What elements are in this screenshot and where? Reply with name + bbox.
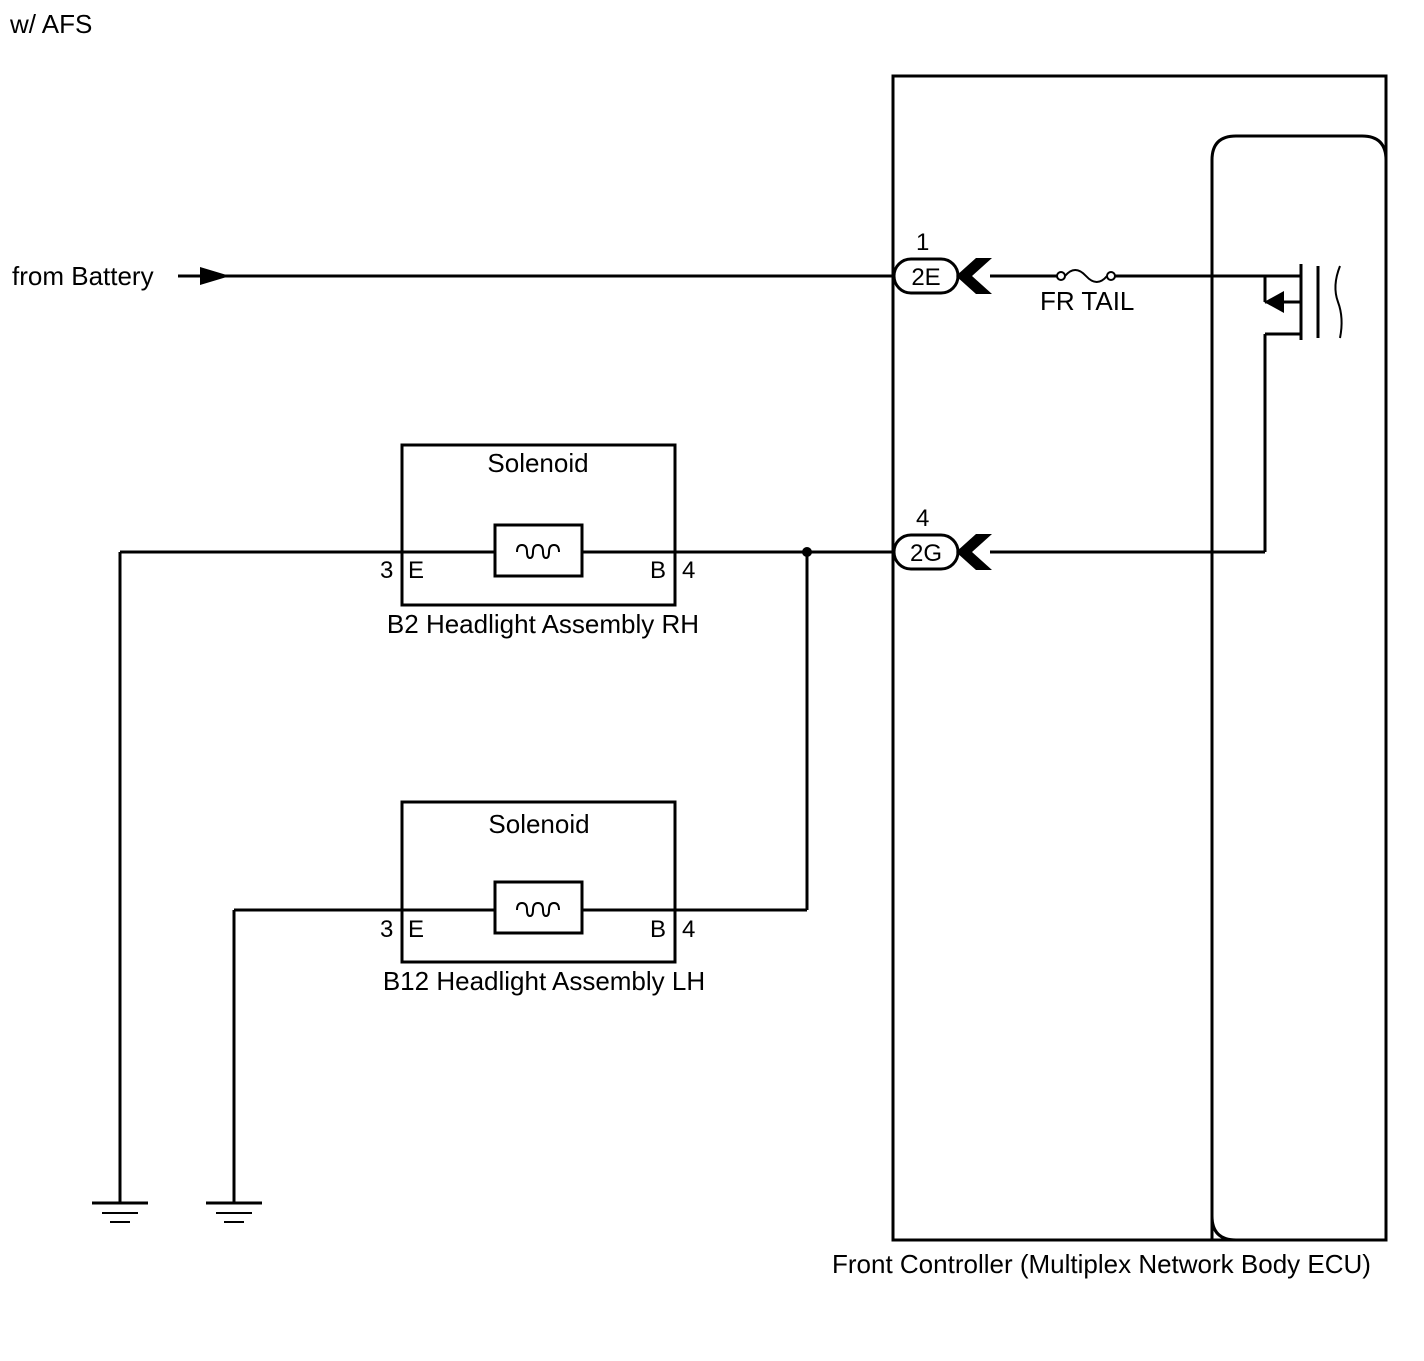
headlight-lh-label: B12 Headlight Assembly LH bbox=[383, 966, 705, 996]
solenoid-rh-icon bbox=[493, 523, 584, 578]
rh-pin-right-name: B bbox=[650, 557, 666, 584]
fuse-label: FR TAIL bbox=[1040, 286, 1134, 316]
lh-pin-left-name: E bbox=[408, 916, 424, 943]
connector-2g-label: 2G bbox=[910, 540, 942, 567]
coil-rh-icon bbox=[516, 543, 560, 560]
headlight-lh-box bbox=[400, 800, 677, 964]
headlight-lh-solenoid-label: Solenoid bbox=[488, 809, 589, 839]
ecu-inner-module bbox=[1210, 134, 1388, 1240]
fuse-terminal-left bbox=[1056, 271, 1066, 281]
fuse-terminal-right bbox=[1106, 271, 1116, 281]
connector-2g-pin: 4 bbox=[916, 505, 929, 532]
variant-label: w/ AFS bbox=[9, 9, 92, 39]
connector-2e-label: 2E bbox=[911, 264, 940, 291]
ground-rh-icon bbox=[92, 1201, 148, 1223]
front-controller-box bbox=[891, 74, 1388, 1242]
lh-pin-right-num: 4 bbox=[682, 916, 695, 943]
ground-lh-icon bbox=[206, 1201, 262, 1223]
front-controller-label: Front Controller (Multiplex Network Body… bbox=[832, 1249, 1371, 1279]
coil-lh-icon bbox=[516, 901, 560, 918]
fuse-icon bbox=[1064, 269, 1108, 283]
lh-pin-right-name: B bbox=[650, 916, 666, 943]
transistor-arrow-icon bbox=[1264, 291, 1284, 313]
lh-pin-left-num: 3 bbox=[380, 916, 393, 943]
rh-pin-right-num: 4 bbox=[682, 557, 695, 584]
headlight-rh-label: B2 Headlight Assembly RH bbox=[387, 609, 699, 639]
headlight-rh-solenoid-label: Solenoid bbox=[487, 448, 588, 478]
solenoid-lh-icon bbox=[493, 880, 584, 935]
headlight-rh-box bbox=[400, 443, 677, 607]
rh-pin-left-num: 3 bbox=[380, 557, 393, 584]
rh-pin-left-name: E bbox=[408, 557, 424, 584]
battery-label: from Battery bbox=[12, 261, 154, 291]
arrow-icon bbox=[200, 267, 230, 285]
connector-2g-chevron-icon bbox=[956, 534, 992, 570]
connector-2e-chevron-icon bbox=[956, 258, 992, 294]
connector-2e-pin: 1 bbox=[916, 229, 929, 256]
